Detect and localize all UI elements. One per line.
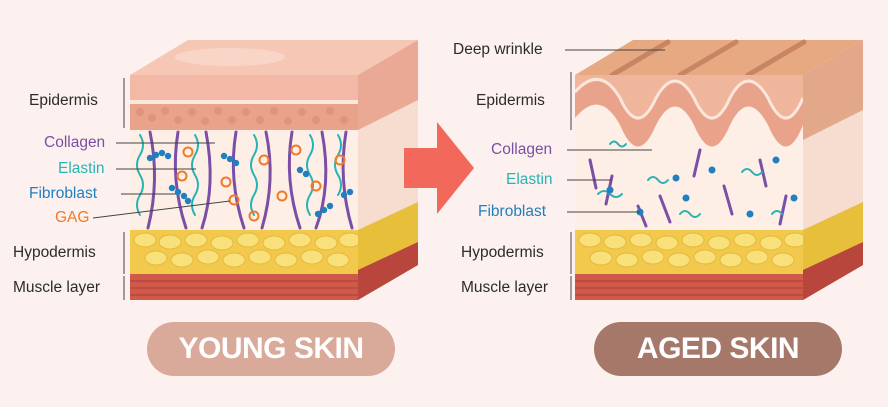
aged-skin-title: AGED SKIN [594,322,842,376]
aged-label-elastin: Elastin [506,171,553,188]
aged-label-deep-wrinkle: Deep wrinkle [453,41,543,58]
young-skin-title: YOUNG SKIN [147,322,395,376]
young-label-collagen: Collagen [44,134,106,151]
transition-arrow [404,122,474,214]
aged-label-collagen: Collagen [491,141,553,158]
young-label-muscle: Muscle layer [13,279,100,296]
young-label-fibroblast: Fibroblast [29,185,98,202]
young-skin-block [130,40,418,300]
leader-lines [92,49,665,300]
aged-label-fibroblast: Fibroblast [478,203,547,220]
young-label-epidermis: Epidermis [29,92,98,109]
young-label-elastin: Elastin [58,160,105,177]
aged-skin-block [575,39,863,300]
young-label-gag: GAG [55,209,90,226]
aged-label-epidermis: Epidermis [476,92,545,109]
aged-label-muscle: Muscle layer [461,279,548,296]
young-label-hypodermis: Hypodermis [13,244,96,261]
aged-label-hypodermis: Hypodermis [461,244,544,261]
